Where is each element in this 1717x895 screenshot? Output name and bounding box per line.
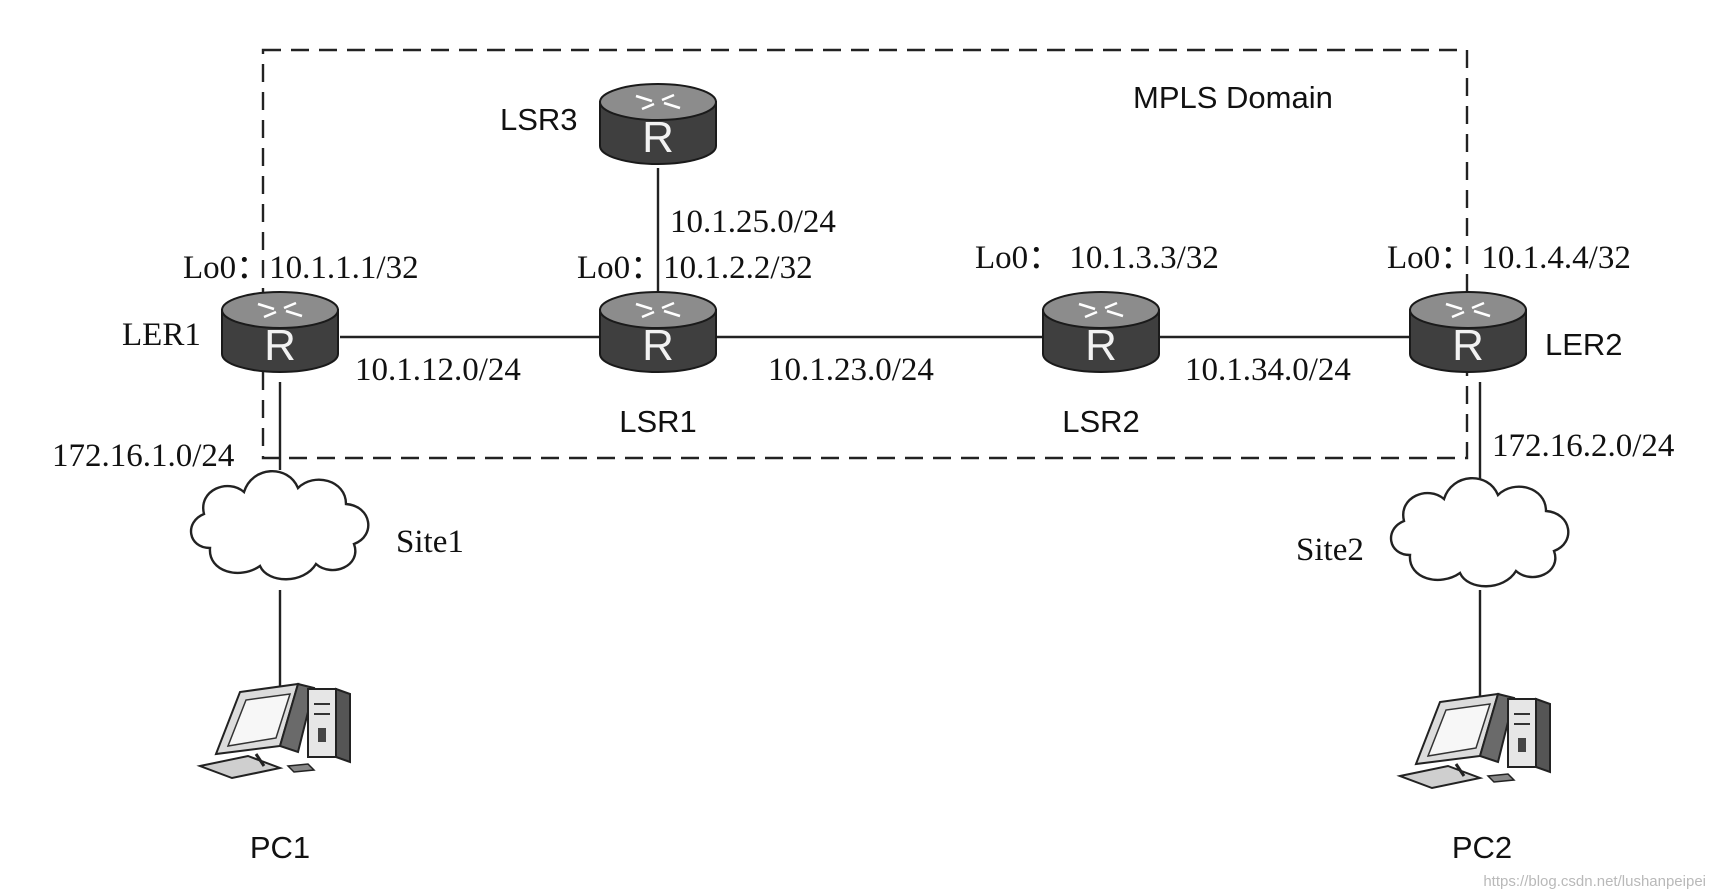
mpls-domain-label: MPLS Domain [1133, 80, 1333, 115]
ler1-name: LER1 [122, 317, 201, 353]
lsr3-name: LSR3 [500, 102, 578, 137]
router-ler2-icon [1408, 290, 1528, 374]
pc1-label: PC1 [250, 830, 310, 865]
ler1-loopback: Lo0：10.1.1.1/32 [183, 250, 419, 286]
lsr2-loopback: Lo0： 10.1.3.3/32 [975, 240, 1219, 276]
router-lsr2-icon [1041, 290, 1161, 374]
site1-cloud-icon [189, 469, 370, 581]
pc1-icon [198, 682, 352, 780]
router-lsr3-icon [598, 82, 718, 166]
mpls-domain-boundary [261, 48, 1469, 460]
subnet-ler1-site1: 172.16.1.0/24 [52, 438, 234, 474]
subnet-lsr1-lsr3: 10.1.25.0/24 [670, 204, 836, 240]
site1-label: Site1 [396, 524, 464, 560]
site2-cloud-icon [1389, 476, 1570, 588]
router-ler1-icon [220, 290, 340, 374]
pc2-icon [1398, 692, 1552, 790]
ler2-name: LER2 [1545, 327, 1623, 362]
subnet-lsr2-ler2: 10.1.34.0/24 [1185, 352, 1351, 388]
lsr2-name: LSR2 [1062, 404, 1140, 439]
watermark: https://blog.csdn.net/lushanpeipei [1483, 873, 1706, 890]
lsr1-name: LSR1 [619, 404, 697, 439]
router-lsr1-icon [598, 290, 718, 374]
pc2-label: PC2 [1452, 830, 1512, 865]
subnet-ler1-lsr1: 10.1.12.0/24 [355, 352, 521, 388]
lsr1-loopback: Lo0：10.1.2.2/32 [577, 250, 813, 286]
subnet-ler2-site2: 172.16.2.0/24 [1492, 428, 1674, 464]
ler2-loopback: Lo0： 10.1.4.4/32 [1387, 240, 1631, 276]
subnet-lsr1-lsr2: 10.1.23.0/24 [768, 352, 934, 388]
site2-label: Site2 [1296, 532, 1364, 568]
